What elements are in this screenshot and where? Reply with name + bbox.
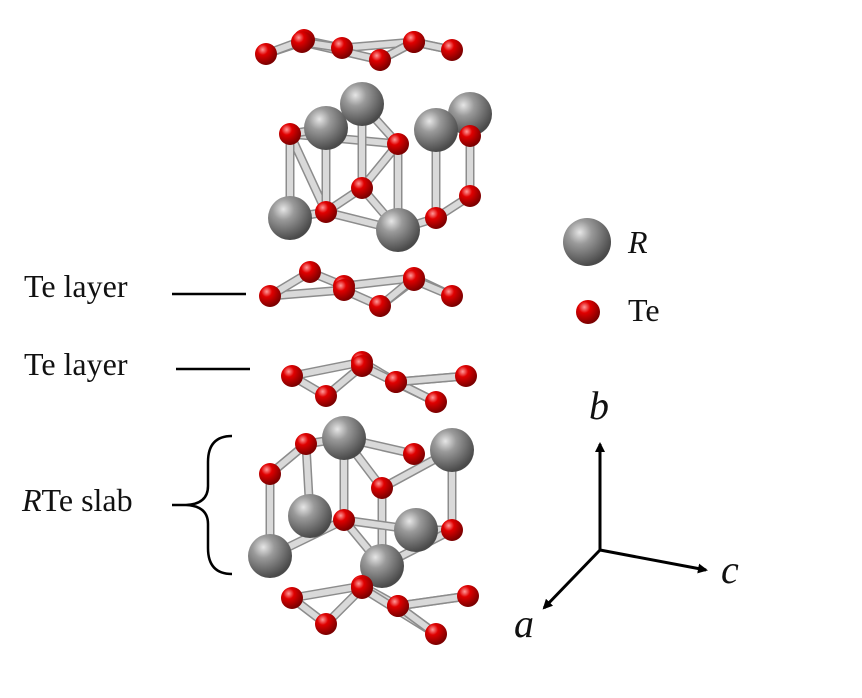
bond-highlight <box>287 131 329 215</box>
te-atom <box>315 201 337 223</box>
axis-a-label: a <box>514 601 534 646</box>
bond-highlight <box>339 39 417 51</box>
te-atom <box>279 123 301 145</box>
bond-highlight <box>395 593 471 609</box>
te-atom <box>351 355 373 377</box>
te-atom <box>333 509 355 531</box>
te-atom <box>459 185 481 207</box>
r-atom <box>248 534 292 578</box>
rte-slab-brace <box>185 434 233 576</box>
r-atom <box>268 196 312 240</box>
r-atom <box>394 508 438 552</box>
te-atom <box>457 585 479 607</box>
bond-highlight <box>289 359 365 379</box>
atom-group <box>248 29 611 645</box>
legend-r-label: R <box>628 224 648 260</box>
legend-te-atom <box>576 300 600 324</box>
te-atom <box>403 31 425 53</box>
te-atom <box>281 587 303 609</box>
r-atom <box>304 106 348 150</box>
te-atom <box>441 519 463 541</box>
te-atom <box>425 623 447 645</box>
te-atom <box>385 371 407 393</box>
rte-slab-label-r: R <box>22 482 42 518</box>
te-atom <box>369 49 391 71</box>
te-atom <box>295 433 317 455</box>
te-atom <box>387 133 409 155</box>
annotation-lines <box>172 292 708 610</box>
axis-c-arrow <box>599 548 708 574</box>
te-atom <box>255 43 277 65</box>
bond-highlight <box>289 583 365 601</box>
axis-b-label: b <box>589 383 609 428</box>
te-atom <box>315 385 337 407</box>
te-atom <box>351 577 373 599</box>
te-atom <box>371 477 393 499</box>
te-layer-label-lower: Te layer <box>24 346 128 382</box>
te-atom <box>259 285 281 307</box>
axis-a-arrow <box>542 548 602 610</box>
legend-te-label: Te <box>628 292 660 328</box>
r-atom <box>360 544 404 588</box>
r-atom <box>430 428 474 472</box>
r-atom <box>340 82 384 126</box>
legend-r-atom <box>563 218 611 266</box>
te-atom <box>441 285 463 307</box>
bond-highlight <box>341 275 417 289</box>
te-atom <box>425 207 447 229</box>
te-atom <box>455 365 477 387</box>
te-atom <box>315 613 337 635</box>
bond-highlight <box>267 287 347 299</box>
te-atom <box>459 125 481 147</box>
te-atom <box>291 31 313 53</box>
r-atom <box>414 108 458 152</box>
te-atom <box>425 391 447 413</box>
r-atom <box>322 416 366 460</box>
rte-slab-label-te: Te slab <box>41 482 133 518</box>
bond-highlight <box>393 373 469 385</box>
te-atom <box>281 365 303 387</box>
te-atom <box>441 39 463 61</box>
te-atom <box>369 295 391 317</box>
te-atom <box>403 269 425 291</box>
te-atom <box>403 443 425 465</box>
axis-c-label: c <box>721 547 739 592</box>
rte-slab-label: RTe slab <box>22 484 133 516</box>
te-atom <box>387 595 409 617</box>
te-atom <box>331 37 353 59</box>
te-atom <box>333 279 355 301</box>
r-atom <box>376 208 420 252</box>
r-atom <box>448 92 492 136</box>
te-atom <box>299 261 321 283</box>
te-atom <box>351 177 373 199</box>
te-atom <box>259 463 281 485</box>
r-atom <box>288 494 332 538</box>
te-layer-label-upper: Te layer <box>24 268 128 304</box>
